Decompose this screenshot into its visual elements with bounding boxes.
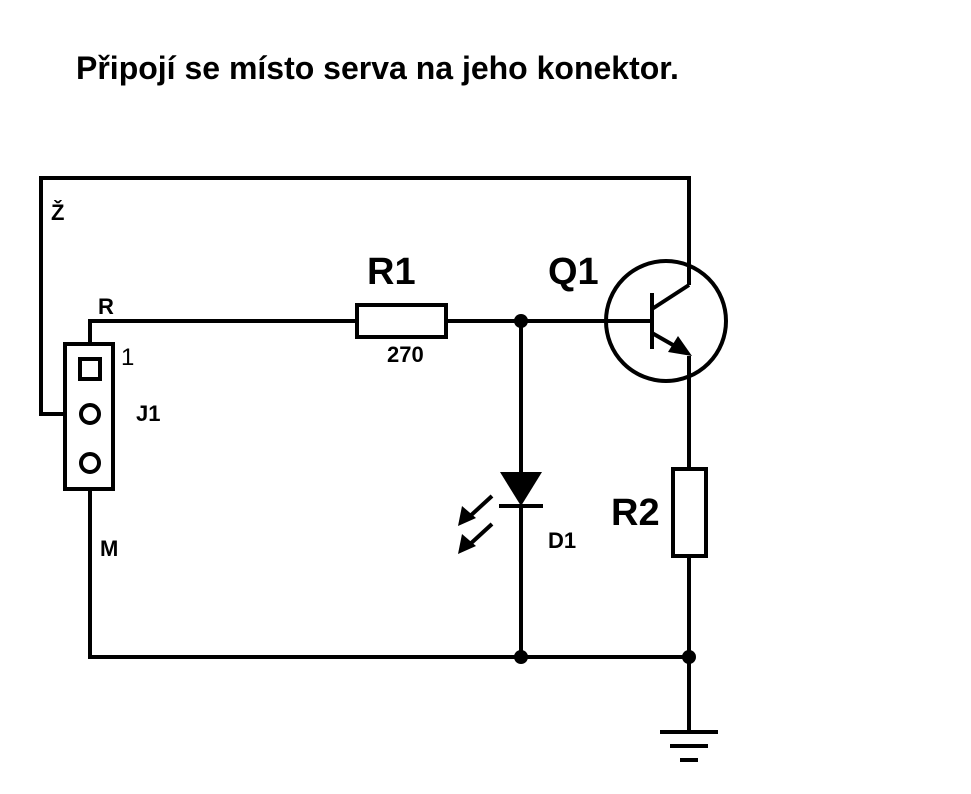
resistor-label-r1: R1 [367,251,416,293]
resistor-value-r1: 270 [387,342,424,367]
transistor-label-q1: Q1 [548,251,599,293]
ground-icon [660,730,718,762]
light-emission-arrows [466,494,494,548]
emitter-arrow [668,336,692,356]
emission-arrowhead-2 [458,534,476,554]
wire-label-r: R [98,294,114,319]
led-label-d1: D1 [548,528,576,553]
connector-label-j1: J1 [136,401,160,426]
pin1-square [78,357,102,381]
resistor-label-r2: R2 [611,492,660,534]
junction-dot [514,650,528,664]
emission-arrowhead-1 [458,506,476,526]
wire-m [88,474,691,659]
resistor-r2 [671,467,708,558]
page-title: Připojí se místo serva na jeho konektor. [76,50,679,86]
resistor-r1 [355,303,448,339]
wire-z [39,176,691,416]
led-d1 [458,472,543,554]
wire-label-z: Ž [51,200,64,225]
connector-j1 [63,342,115,491]
pin1-label: 1 [121,344,134,371]
transistor-q1 [604,259,728,383]
junction-dot [514,314,528,328]
pin3-circle [79,452,101,474]
wire-label-m: M [100,536,118,561]
pin2-circle [79,403,101,425]
junction-dot [682,650,696,664]
